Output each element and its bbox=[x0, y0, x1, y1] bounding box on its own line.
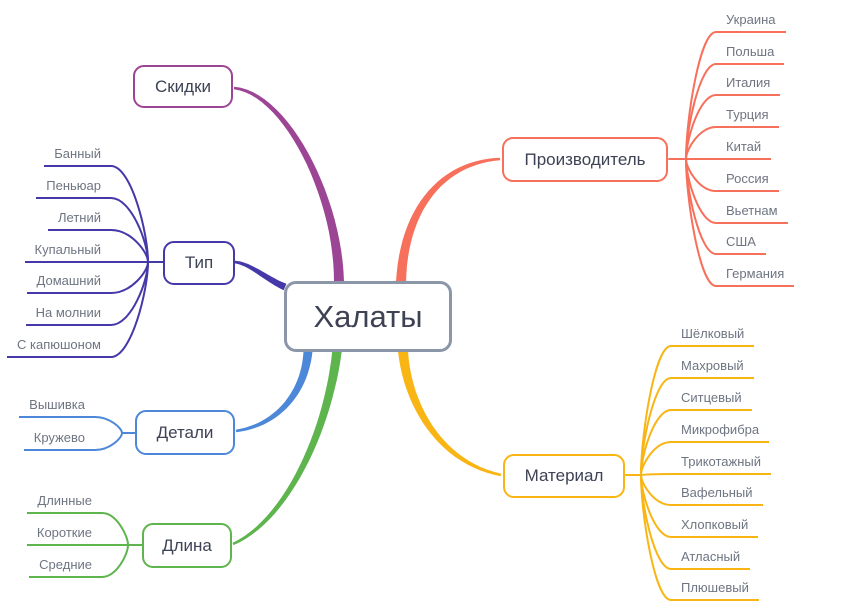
branch-node-material[interactable]: Материал bbox=[503, 454, 625, 498]
child-label-material-5[interactable]: Вафельный bbox=[671, 485, 763, 506]
child-curve-detali-0 bbox=[94, 416, 123, 434]
child-curve-material-3 bbox=[640, 441, 672, 476]
branch-curve-proizvoditel bbox=[396, 157, 501, 283]
child-label-tip-2[interactable]: Летний bbox=[48, 210, 111, 231]
branch-curve-detali bbox=[235, 350, 313, 433]
child-label-tip-0[interactable]: Банный bbox=[44, 146, 111, 167]
child-curve-dlina-0 bbox=[101, 512, 129, 546]
child-label-proizvoditel-8[interactable]: Германия bbox=[716, 266, 795, 287]
branch-node-label: Материал bbox=[524, 466, 604, 485]
child-label-material-4[interactable]: Трикотажный bbox=[671, 454, 771, 475]
child-label-proizvoditel-4[interactable]: Китай bbox=[716, 139, 772, 160]
branch-node-detali[interactable]: Детали bbox=[135, 410, 235, 455]
child-label-proizvoditel-5[interactable]: Россия bbox=[716, 171, 779, 192]
child-label-material-1[interactable]: Махровый bbox=[671, 358, 754, 379]
branch-node-label: Длина bbox=[162, 535, 212, 555]
child-label-dlina-2[interactable]: Средние bbox=[29, 557, 102, 578]
branch-node-label: Скидки bbox=[154, 76, 212, 96]
child-label-tip-4[interactable]: Домашний bbox=[26, 273, 111, 294]
child-label-material-6[interactable]: Хлопковый bbox=[671, 517, 759, 538]
child-curve-proizvoditel-8 bbox=[685, 158, 717, 287]
center-node[interactable]: Халаты bbox=[284, 281, 452, 352]
child-curve-material-8 bbox=[640, 474, 672, 601]
branch-curve-dlina bbox=[232, 350, 342, 546]
child-label-tip-1[interactable]: Пеньюар bbox=[36, 178, 111, 199]
branch-node-label: Производитель bbox=[524, 149, 646, 169]
branch-node-dlina[interactable]: Длина bbox=[142, 523, 232, 568]
branch-curve-skidki bbox=[233, 86, 344, 283]
branch-curve-tip bbox=[233, 260, 287, 291]
child-curve-material-4 bbox=[640, 473, 672, 476]
child-label-material-3[interactable]: Микрофибра bbox=[671, 422, 770, 443]
branch-node-label: Тип bbox=[184, 253, 214, 272]
child-label-tip-5[interactable]: На молнии bbox=[25, 305, 111, 326]
child-label-material-7[interactable]: Атласный bbox=[671, 549, 751, 570]
branch-node-tip[interactable]: Тип bbox=[163, 241, 235, 285]
child-label-material-8[interactable]: Плюшевый bbox=[671, 580, 759, 601]
branch-node-label: Детали bbox=[156, 422, 214, 442]
branch-node-proizvoditel[interactable]: Производитель bbox=[502, 137, 668, 182]
branch-node-skidki[interactable]: Скидки bbox=[133, 65, 233, 108]
child-curve-tip-6 bbox=[110, 261, 149, 358]
child-label-proizvoditel-0[interactable]: Украина bbox=[716, 12, 786, 33]
child-curve-detali-1 bbox=[94, 432, 123, 451]
child-label-tip-6[interactable]: С капюшоном bbox=[7, 337, 111, 358]
child-label-proizvoditel-1[interactable]: Польша bbox=[716, 44, 785, 65]
child-label-material-0[interactable]: Шёлковый bbox=[671, 326, 755, 347]
child-label-detali-0[interactable]: Вышивка bbox=[19, 397, 95, 418]
child-curve-dlina-2 bbox=[101, 544, 129, 578]
child-curve-tip-2 bbox=[110, 229, 149, 263]
child-label-proizvoditel-3[interactable]: Турция bbox=[716, 107, 779, 128]
center-node-label: Халаты bbox=[313, 298, 423, 334]
child-label-detali-1[interactable]: Кружево bbox=[23, 430, 95, 451]
child-label-proizvoditel-2[interactable]: Италия bbox=[716, 75, 781, 96]
child-label-dlina-0[interactable]: Длинные bbox=[27, 493, 102, 514]
child-label-material-2[interactable]: Ситцевый bbox=[671, 390, 752, 411]
branch-curve-material bbox=[398, 350, 502, 477]
child-label-proizvoditel-7[interactable]: США bbox=[716, 234, 766, 255]
child-label-dlina-1[interactable]: Короткие bbox=[26, 525, 102, 546]
child-label-proizvoditel-6[interactable]: Вьетнам bbox=[716, 203, 788, 224]
child-label-tip-3[interactable]: Купальный bbox=[24, 242, 111, 263]
child-curve-proizvoditel-3 bbox=[685, 126, 717, 160]
